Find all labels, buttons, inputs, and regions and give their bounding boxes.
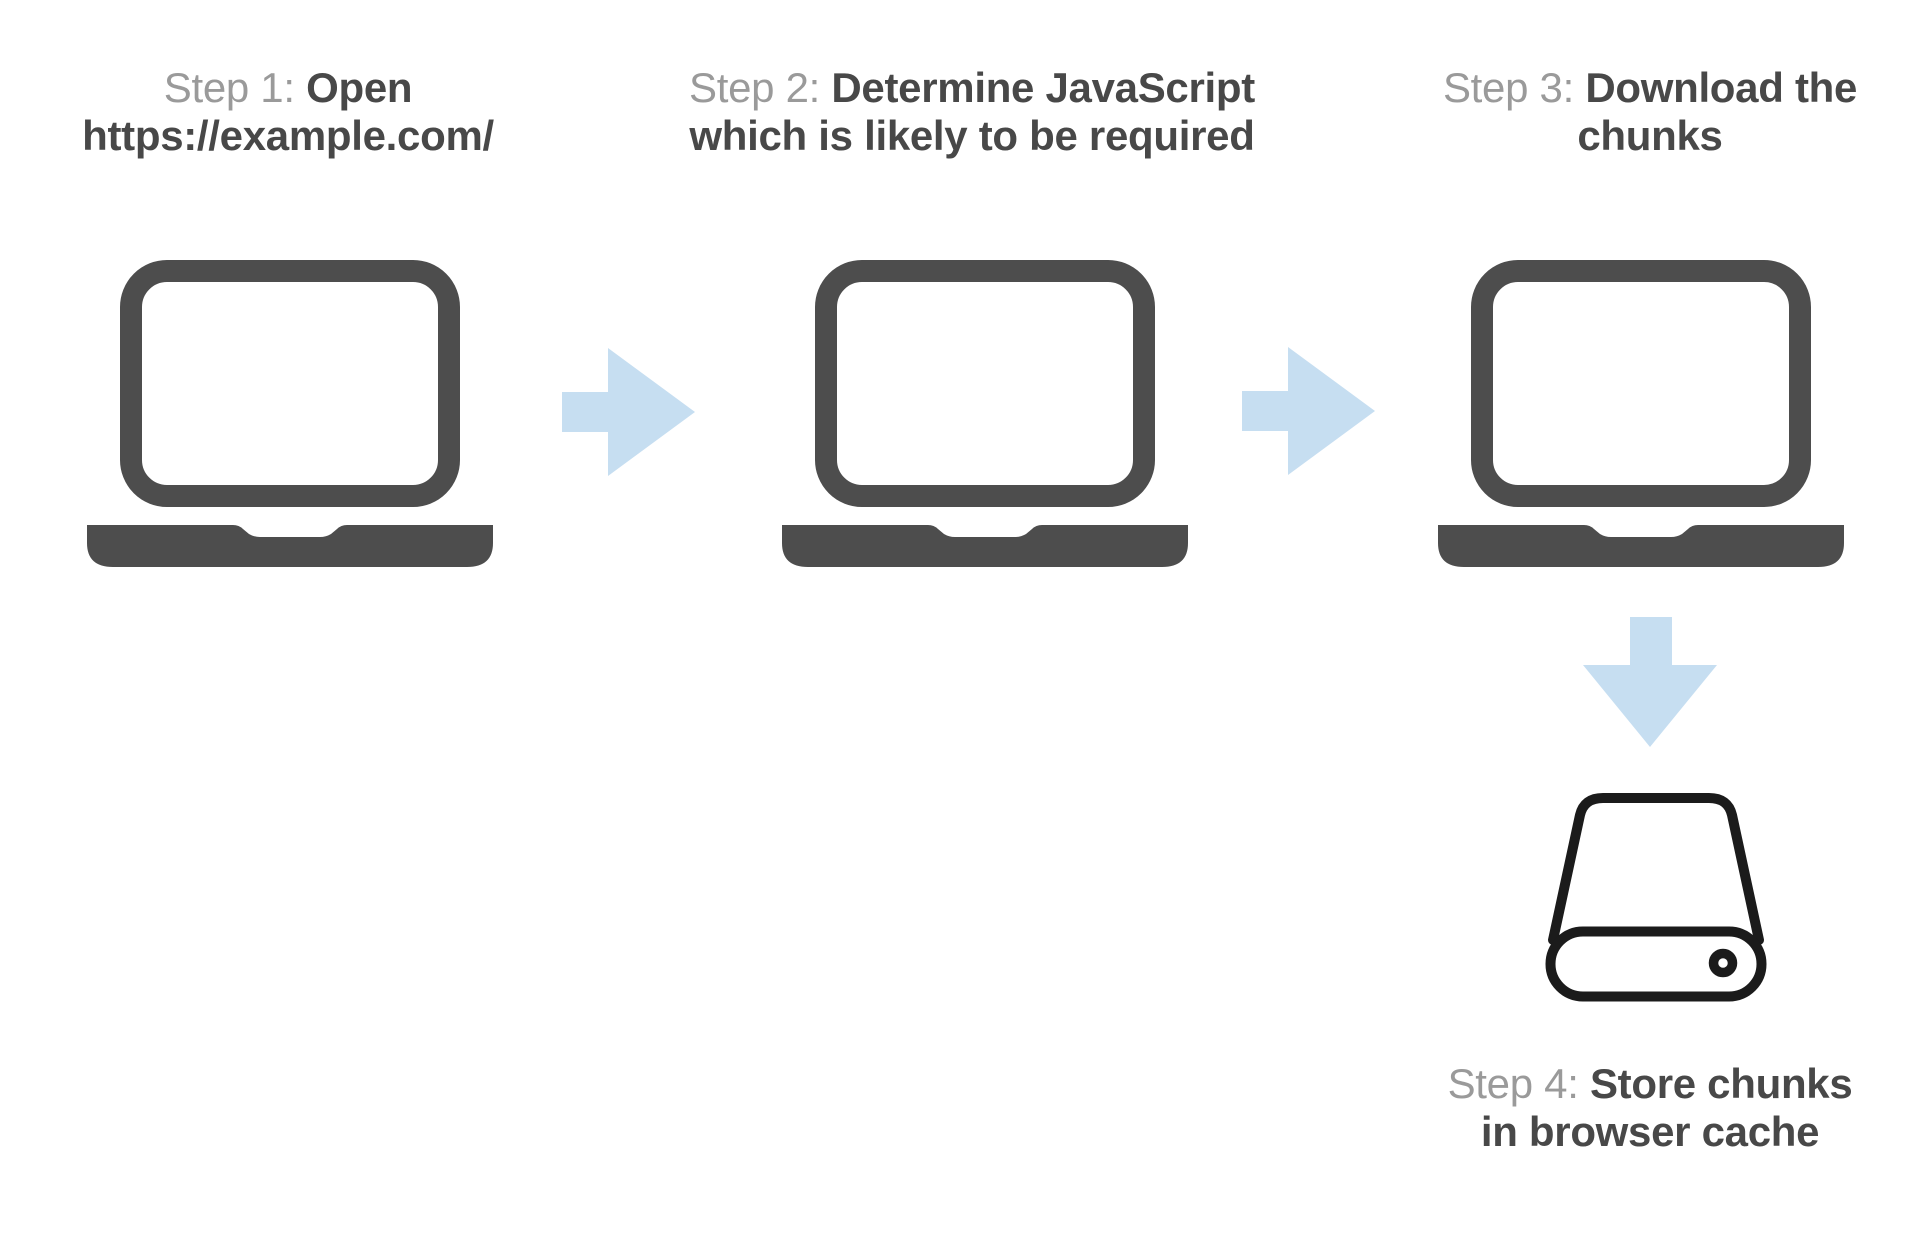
arrow-down-icon (1583, 617, 1717, 747)
arrow-right-icon (1242, 347, 1375, 475)
step-4-prefix: Step 4: (1447, 1060, 1590, 1107)
laptop-icon (87, 260, 493, 567)
step-3-title: Download the chunks (1577, 64, 1858, 159)
laptop-icon (782, 260, 1188, 567)
step-1-prefix: Step 1: (163, 64, 307, 111)
step-1-title: Open https://example.com/ (82, 64, 494, 159)
step-3-label: Step 3: Download the chunks (1390, 64, 1910, 160)
step-2-prefix: Step 2: (689, 64, 832, 111)
laptop-icon (1438, 260, 1844, 567)
step-4-title: Store chunks in browser cache (1480, 1060, 1853, 1155)
step-3-prefix: Step 3: (1442, 64, 1586, 111)
hard-drive-icon (1545, 792, 1767, 1002)
step-2-title: Determine JavaScript which is likely to … (689, 64, 1255, 159)
step-4-label: Step 4: Store chunks in browser cache (1390, 1060, 1910, 1156)
arrow-right-icon (562, 348, 695, 476)
step-1-label: Step 1: Open https://example.com/ (28, 64, 548, 160)
step-2-label: Step 2: Determine JavaScript which is li… (622, 64, 1322, 160)
